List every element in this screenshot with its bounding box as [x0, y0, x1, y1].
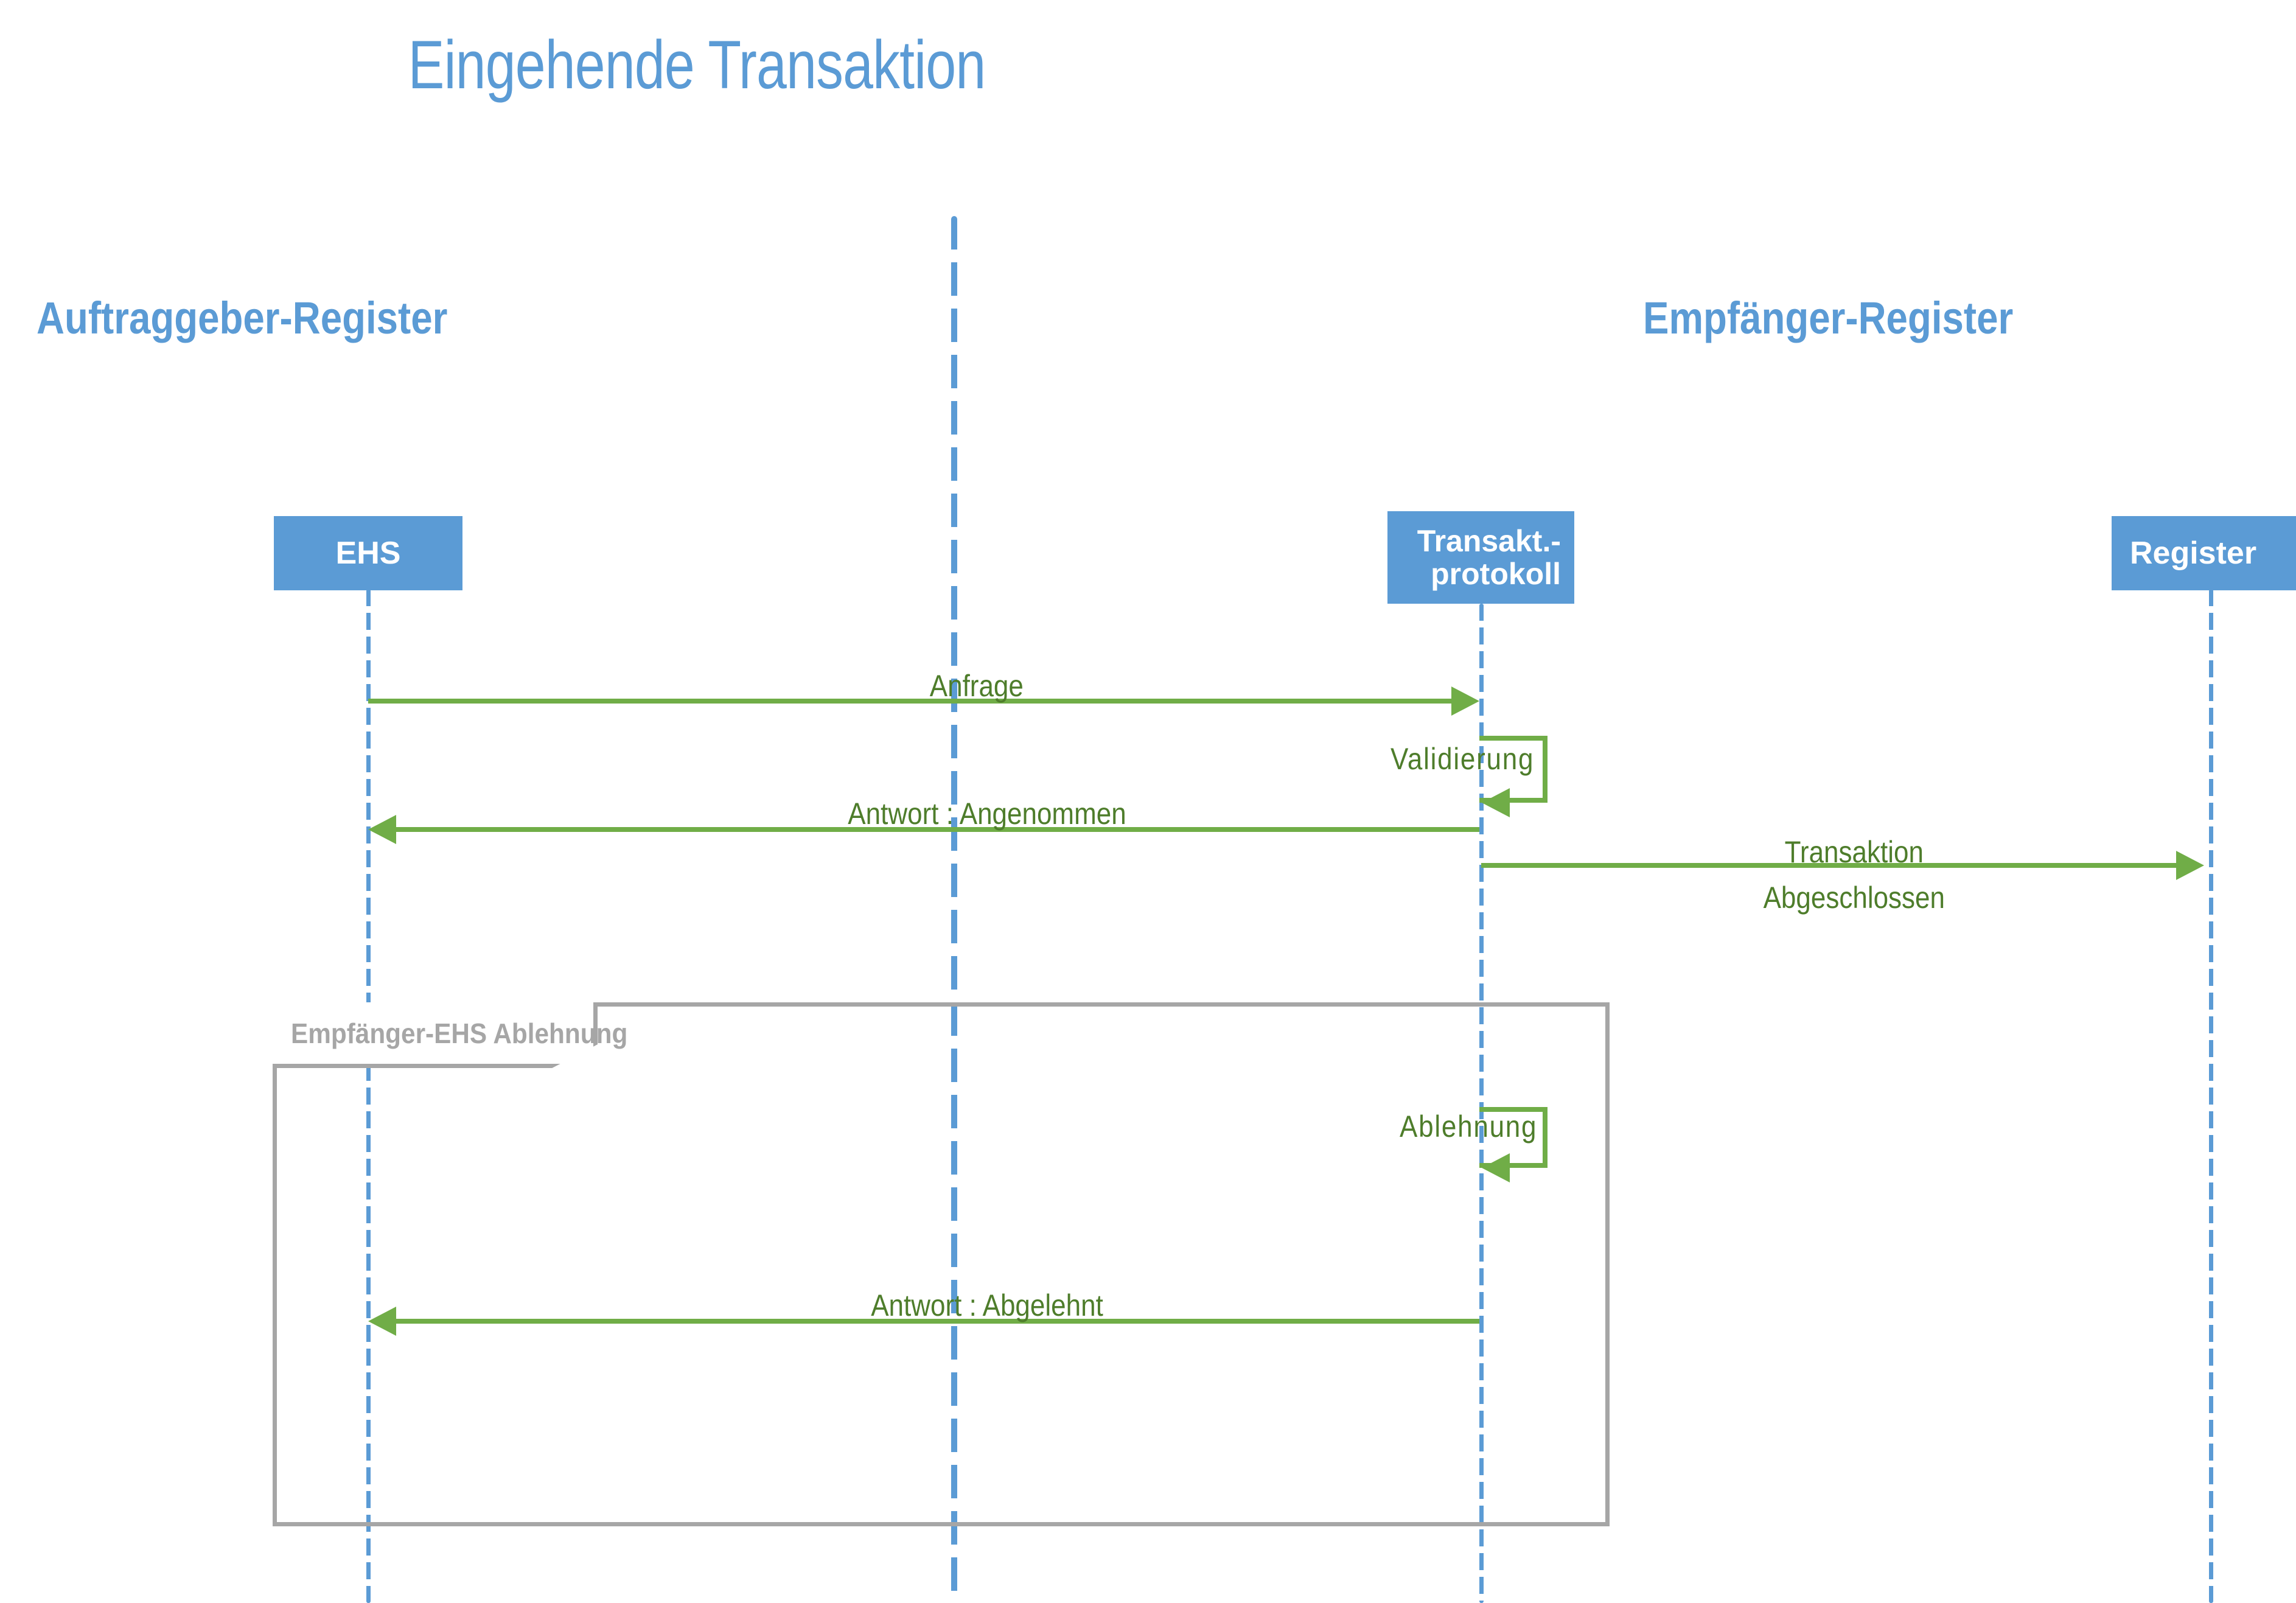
page-title: Eingehende Transaktion: [408, 27, 986, 103]
message-label-validierung: Validierung: [1391, 742, 1535, 776]
message-label-ablehnung: Ablehnung: [1400, 1109, 1538, 1144]
participant-label-line1: Transakt.-: [1417, 524, 1561, 558]
zone-title-empfaenger-register: Empfänger-Register: [1643, 293, 2014, 343]
self-message-loop-validierung: [1479, 736, 1548, 803]
message-label-line1: Transaktion: [1784, 835, 1924, 869]
arrowhead-left-antwort-angenommen: [368, 815, 396, 844]
message-label-line2: Abgeschlossen: [1763, 881, 1945, 915]
message-line-anfrage: [368, 699, 1451, 704]
participant-box-ehs[interactable]: EHS: [274, 516, 462, 590]
message-line-transaktion-abgeschlossen: [1481, 863, 2176, 868]
message-line-antwort-abgelehnt: [394, 1319, 1479, 1324]
participant-label-register: Register: [2130, 535, 2257, 571]
combined-fragment-label: Empfänger-EHS Ablehnung: [291, 1018, 628, 1049]
lifeline-register: [2209, 589, 2213, 1603]
arrowhead-right-transaktion-abgeschlossen: [2176, 851, 2204, 880]
message-label-transaktion-abgeschlossen: Transaktion Abgeschlossen: [1728, 829, 1980, 921]
message-label-antwort-angenommen: Antwort : Angenommen: [848, 797, 1126, 831]
message-label-antwort-abgelehnt: Antwort : Abgelehnt: [871, 1288, 1103, 1322]
zone-separator-dashed-line: [951, 216, 957, 1603]
message-line-antwort-angenommen: [394, 827, 1479, 832]
lifeline-ehs: [366, 589, 371, 1603]
self-message-loop-ablehnung: [1479, 1107, 1548, 1168]
combined-fragment-empfaenger-ehs-ablehnung[interactable]: [273, 1002, 1610, 1526]
participant-box-transaktionsprotokoll[interactable]: Transakt.- protokoll: [1387, 511, 1574, 604]
combined-fragment-tab: [273, 1002, 598, 1068]
arrowhead-right-anfrage: [1451, 686, 1479, 716]
participant-label-ehs: EHS: [335, 535, 401, 571]
participant-box-register[interactable]: Register: [2112, 516, 2296, 590]
lifeline-transaktionsprotokoll: [1479, 604, 1484, 1603]
participant-label-line2: protokoll: [1431, 557, 1561, 591]
participant-label-transaktionsprotokoll: Transakt.- protokoll: [1417, 525, 1561, 590]
arrowhead-left-ablehnung: [1482, 1153, 1510, 1182]
message-label-anfrage: Anfrage: [929, 669, 1024, 703]
zone-title-auftraggeber-register: Auftraggeber-Register: [37, 293, 448, 343]
arrowhead-left-antwort-abgelehnt: [368, 1307, 396, 1336]
arrowhead-left-validierung: [1482, 788, 1510, 817]
